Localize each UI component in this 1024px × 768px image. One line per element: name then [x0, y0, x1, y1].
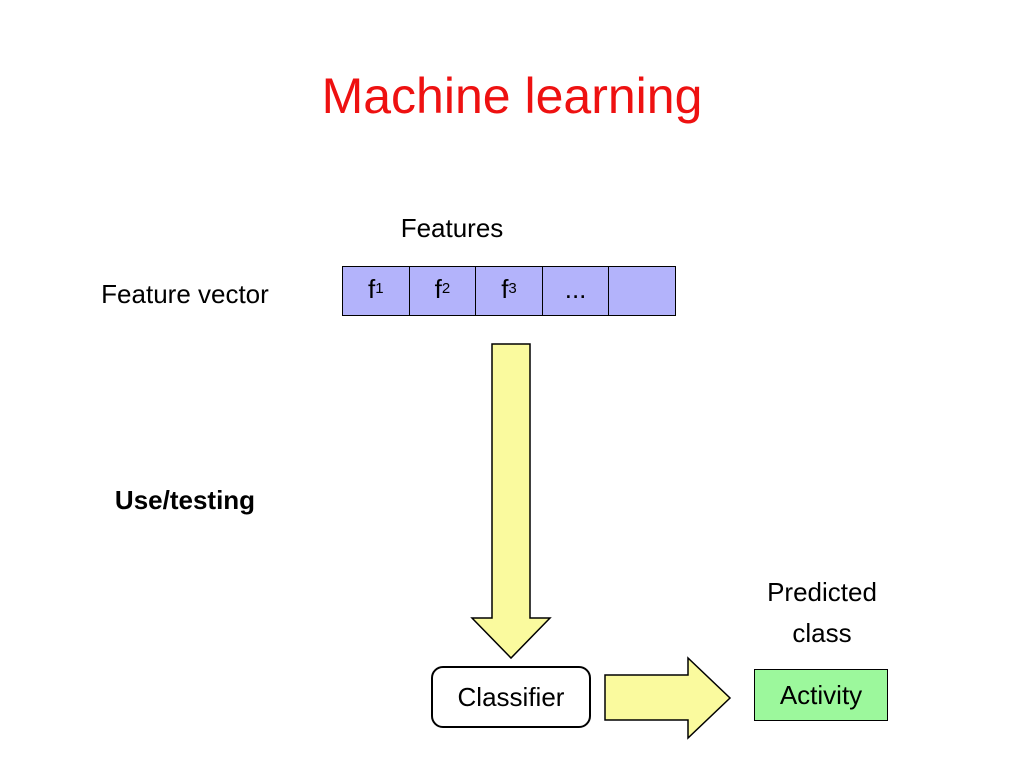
classifier-label: Classifier: [457, 682, 565, 712]
right-arrow: [604, 656, 732, 740]
classifier-box: Classifier: [431, 666, 591, 728]
features-label: Features: [400, 213, 504, 243]
feature-vector-label: Feature vector: [101, 279, 269, 309]
predicted-class-line2: class: [792, 618, 852, 648]
predicted-class-line1: Predicted: [767, 577, 877, 607]
predicted-output-label: Activity: [779, 680, 863, 710]
mode-label: Use/testing: [114, 485, 256, 515]
feature-cell-1-base: f: [368, 274, 376, 304]
down-arrow: [470, 343, 552, 660]
feature-cell-3-base: f: [501, 274, 509, 304]
feature-cell-2-base: f: [434, 274, 442, 304]
slide-title: Machine learning: [321, 68, 703, 124]
predicted-output-box: Activity: [754, 669, 888, 721]
predicted-class-label: Predicted class: [722, 572, 922, 654]
feature-cell-ellipsis-text: ...: [564, 274, 587, 304]
feature-cell-ellipsis: ...: [543, 267, 610, 315]
